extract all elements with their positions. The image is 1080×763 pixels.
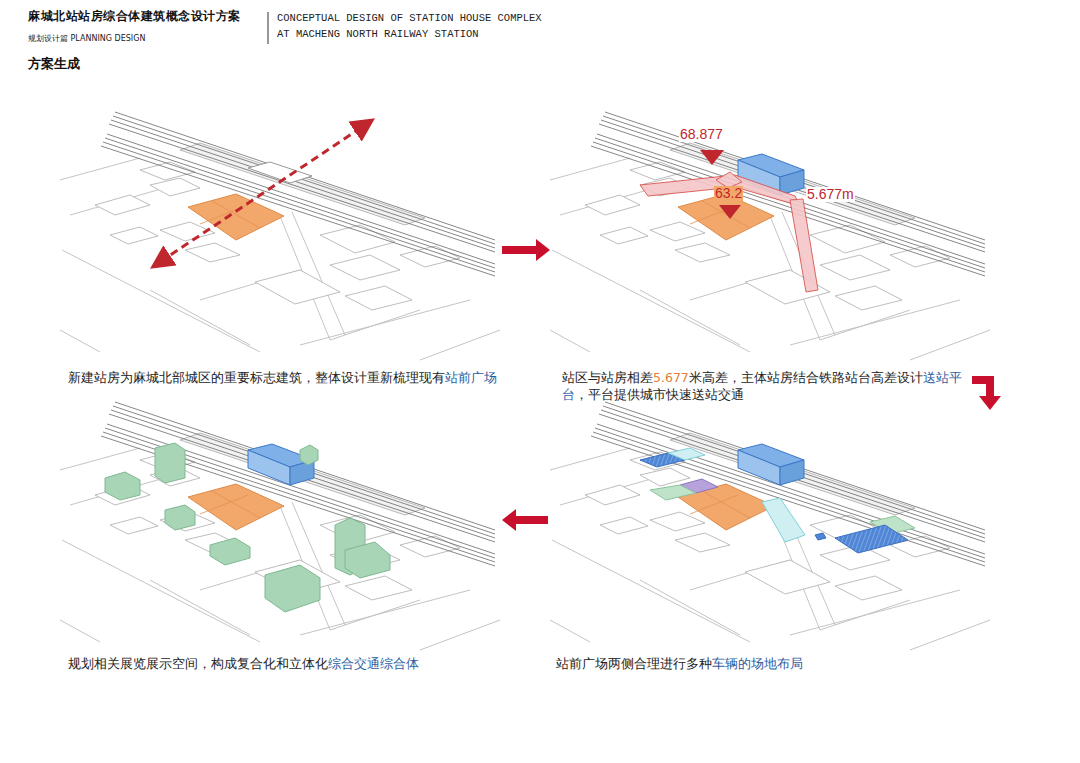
caption-text: 米高差，主体站房结合铁路站台高差设计: [689, 370, 923, 385]
caption-text: 综合交通综合体: [328, 656, 419, 671]
caption-text: 规划相关展览展示空间，构成复合化和立体化: [68, 656, 328, 671]
site-plan: [60, 112, 500, 360]
caption-text: ，平台提供城市快速送站交通: [575, 387, 744, 402]
drawing-area: [62, 100, 502, 369]
caption-text: 车辆的场地布局: [712, 656, 803, 671]
panel-two-drawing: [550, 112, 990, 360]
caption-text: 站区与站房相差: [562, 370, 653, 385]
level-marker: [700, 150, 724, 165]
panel-step: 站前广场两侧合理进行多种车辆的场地布局: [548, 410, 1000, 672]
step-arrow: [502, 509, 548, 531]
site-plan: [60, 402, 500, 650]
caption-text: 站前广场: [445, 370, 497, 385]
english-title: CONCEPTUAL DESIGN OF STATION HOUSE COMPL…: [277, 10, 552, 42]
step-arrow: [502, 239, 550, 261]
elevation-number: 63.2: [714, 186, 743, 201]
panel-step: 站区与站房相差5.677米高差，主体站房结合铁路站台高差设计送站平台，平台提供城…: [550, 100, 972, 403]
step-caption: 新建站房为麻城北部城区的重要标志建筑，整体设计重新梳理现有站前广场: [62, 369, 502, 386]
panel-four-drawing: [550, 402, 990, 650]
caption-text: 新建站房为麻城北部城区的重要标志建筑，整体设计重新梳理现有: [68, 370, 445, 385]
section-heading: 方案生成: [28, 55, 80, 73]
drop-off-platform: [640, 172, 818, 292]
arrow-shaft: [516, 516, 548, 524]
panel-one-drawing: [60, 112, 500, 360]
page-title: 麻城北站站房综合体建筑概念设计方案: [28, 9, 241, 24]
drawing-area: [550, 100, 972, 369]
exhibition-buildings: [105, 443, 390, 612]
step-caption: 规划相关展览展示空间，构成复合化和立体化综合交通综合体: [62, 655, 502, 672]
step-caption: 站前广场两侧合理进行多种车辆的场地布局: [548, 655, 1000, 672]
step-arrow: [972, 380, 1001, 410]
arrow-head: [502, 509, 516, 531]
arrow-shaft: [502, 246, 536, 254]
site-plan: [550, 402, 990, 650]
height-dimension: 5.677m: [806, 187, 855, 202]
site-plan: [550, 112, 990, 360]
station-volume: [738, 444, 804, 485]
drawing-area: [62, 398, 502, 655]
section-subtitle: 规划设计篇 PLANNING DESIGN: [28, 33, 145, 44]
level-marker: [719, 205, 741, 219]
arrow-shaft: [972, 380, 990, 396]
arrow-head: [536, 239, 550, 261]
panel-step: 规划相关展览展示空间，构成复合化和立体化综合交通综合体: [62, 398, 502, 672]
step-caption: 站区与站房相差5.677米高差，主体站房结合铁路站台高差设计送站平台，平台提供城…: [550, 369, 972, 403]
axis-arrow: [160, 125, 365, 262]
drawing-area: [548, 410, 1000, 655]
vehicle-areas: [640, 448, 915, 553]
header-divider: [268, 12, 269, 44]
panel-step: 新建站房为麻城北部城区的重要标志建筑，整体设计重新梳理现有站前广场: [62, 100, 502, 386]
arrow-head: [979, 396, 1001, 410]
caption-text: 5.677: [653, 370, 689, 385]
panel-three-drawing: [60, 402, 500, 650]
elevation-number: 68.877: [679, 127, 724, 142]
caption-text: 站前广场两侧合理进行多种: [556, 656, 712, 671]
